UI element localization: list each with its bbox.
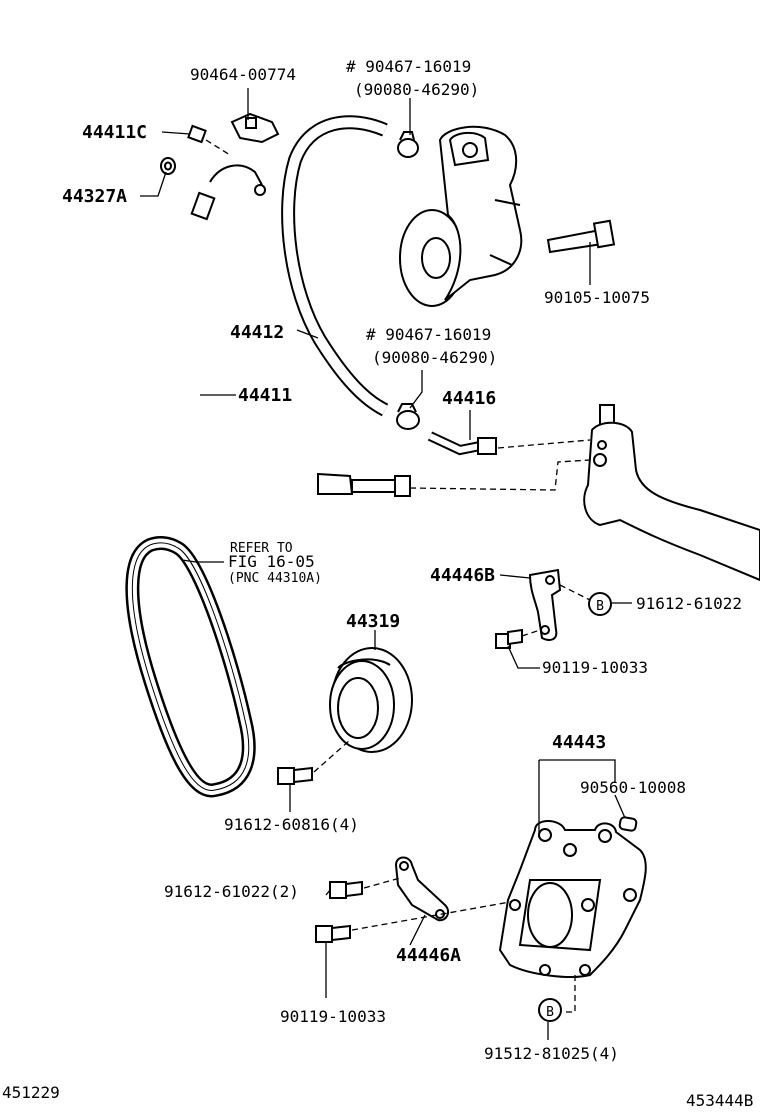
gasket-44327A <box>160 157 176 175</box>
bolt-90119-10033-b <box>315 901 511 943</box>
steering-gear <box>583 404 760 582</box>
label-90467-16019-upper: # 90467-16019 <box>346 57 471 76</box>
return-hose-44412 <box>281 115 389 417</box>
bolt-90105-10075 <box>546 219 616 254</box>
label-44416: 44416 <box>442 388 496 409</box>
label-refer-to: REFER TO <box>230 541 293 556</box>
label-91612-61022-2: 91612-61022(2) <box>164 882 299 901</box>
svg-text:B: B <box>546 1005 554 1020</box>
label-ref-left: 451229 <box>2 1083 60 1102</box>
label-91612-61022: 91612-61022 <box>636 594 742 613</box>
pulley-44319 <box>329 647 413 753</box>
bracket-44446A <box>394 856 449 922</box>
clamp-90464-00774 <box>230 112 280 144</box>
label-91612-60816: 91612-60816(4) <box>224 815 359 834</box>
label-90467-16019-lower: # 90467-16019 <box>366 325 491 344</box>
bolt-91612-61022-2 <box>329 877 401 899</box>
pipe-44416 <box>427 431 497 456</box>
label-44411: 44411 <box>238 385 292 406</box>
circle-b-marker-1: B <box>588 592 612 616</box>
pin-90560-10008 <box>618 816 638 832</box>
label-90464-00774: 90464-00774 <box>190 65 296 84</box>
union-bolt-44411C <box>187 124 231 156</box>
v-belt <box>125 536 256 798</box>
bracket-44446B <box>528 568 562 641</box>
label-90119-10033-a: 90119-10033 <box>542 658 648 677</box>
bracket-44443 <box>498 820 647 978</box>
label-90560-10008: 90560-10008 <box>580 778 686 797</box>
label-44412: 44412 <box>230 322 284 343</box>
label-91512-81025: 91512-81025(4) <box>484 1044 619 1063</box>
label-44446B: 44446B <box>430 565 495 586</box>
vane-pump <box>399 125 523 307</box>
hose-clamp-lower <box>396 403 420 430</box>
circle-b-marker-2: B <box>538 998 562 1022</box>
bolt-90119-10033-a <box>495 628 541 649</box>
label-ref-right: 453444B <box>686 1091 753 1110</box>
label-44327A: 44327A <box>62 186 127 207</box>
label-44411C: 44411C <box>82 122 147 143</box>
label-refer-fig: FIG 16-05 <box>228 552 315 571</box>
hose-clamp-upper <box>397 131 419 158</box>
label-90119-10033-b: 90119-10033 <box>280 1007 386 1026</box>
label-90080-46290-upper: (90080-46290) <box>354 80 479 99</box>
label-90080-46290-lower: (90080-46290) <box>372 348 497 367</box>
svg-text:B: B <box>596 599 604 614</box>
label-90105-10075: 90105-10075 <box>544 288 650 307</box>
bolt-91612-60816 <box>277 739 351 785</box>
pressure-hose-44411 <box>172 164 411 497</box>
label-44446A: 44446A <box>396 945 461 966</box>
label-44319: 44319 <box>346 611 400 632</box>
label-refer-pnc: (PNC 44310A) <box>228 571 322 586</box>
label-44443: 44443 <box>552 732 606 753</box>
